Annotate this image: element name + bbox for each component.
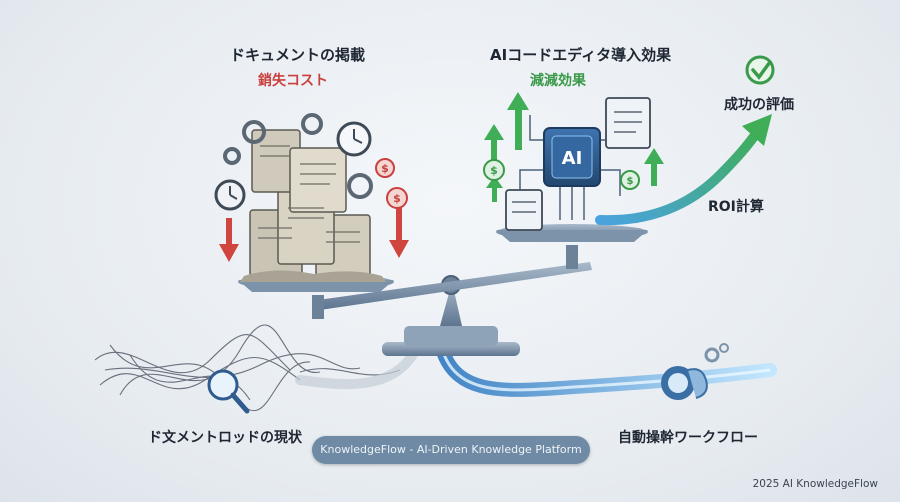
clock-icon — [214, 179, 246, 211]
current-state-label: ド文メントロッドの現状 — [148, 430, 302, 446]
coin-symbol: $ — [490, 164, 498, 177]
left-subtitle: 銷失コスト — [258, 73, 328, 89]
workflow-label: 自動操幹ワークフロー — [618, 430, 758, 446]
coin-symbol: $ — [393, 192, 401, 205]
coin-symbol: $ — [381, 162, 389, 175]
roi-arrow — [595, 114, 772, 226]
scale-beam — [318, 262, 592, 310]
gear-icon — [223, 113, 373, 199]
magnifier-icon — [207, 369, 250, 414]
ai-chip-label: AI — [562, 148, 583, 169]
brain-gear-icon — [661, 343, 729, 400]
right-pan — [496, 224, 648, 269]
up-arrow-icon — [484, 92, 664, 202]
coin-icon: $ $ — [375, 158, 408, 209]
clock-icon — [336, 121, 372, 157]
coin-icon: $ $ — [483, 159, 640, 190]
right-title: AIコードエディタ導入効果 — [490, 46, 672, 64]
platform-banner: KnowledgeFlow - AI-Driven Knowledge Plat… — [312, 436, 590, 464]
left-title: ドキュメントの掲載 — [230, 46, 366, 64]
right-subtitle: 減減効果 — [530, 73, 586, 89]
document-icon — [505, 97, 651, 231]
footer-copyright: 2025 AI KnowledgeFlow — [752, 478, 878, 490]
down-arrow-icon — [219, 208, 409, 262]
tangled-lines — [94, 324, 401, 412]
scale-base — [382, 275, 520, 356]
crumbling-documents — [240, 129, 386, 282]
checkmark-icon — [745, 55, 775, 85]
ai-chip-icon: AI — [543, 127, 601, 187]
coin-symbol: $ — [627, 176, 634, 187]
roi-label: ROI計算 — [708, 199, 764, 215]
success-label: 成功の評価 — [724, 97, 794, 113]
